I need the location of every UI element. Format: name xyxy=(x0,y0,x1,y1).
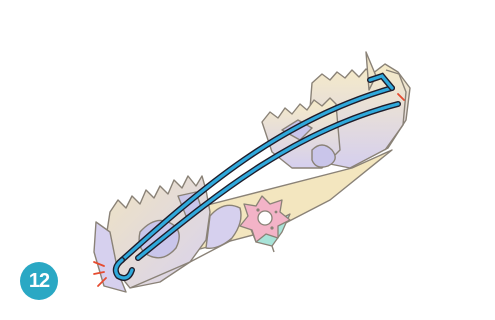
step-number-badge: 12 xyxy=(20,262,58,300)
step-number: 12 xyxy=(29,270,49,293)
